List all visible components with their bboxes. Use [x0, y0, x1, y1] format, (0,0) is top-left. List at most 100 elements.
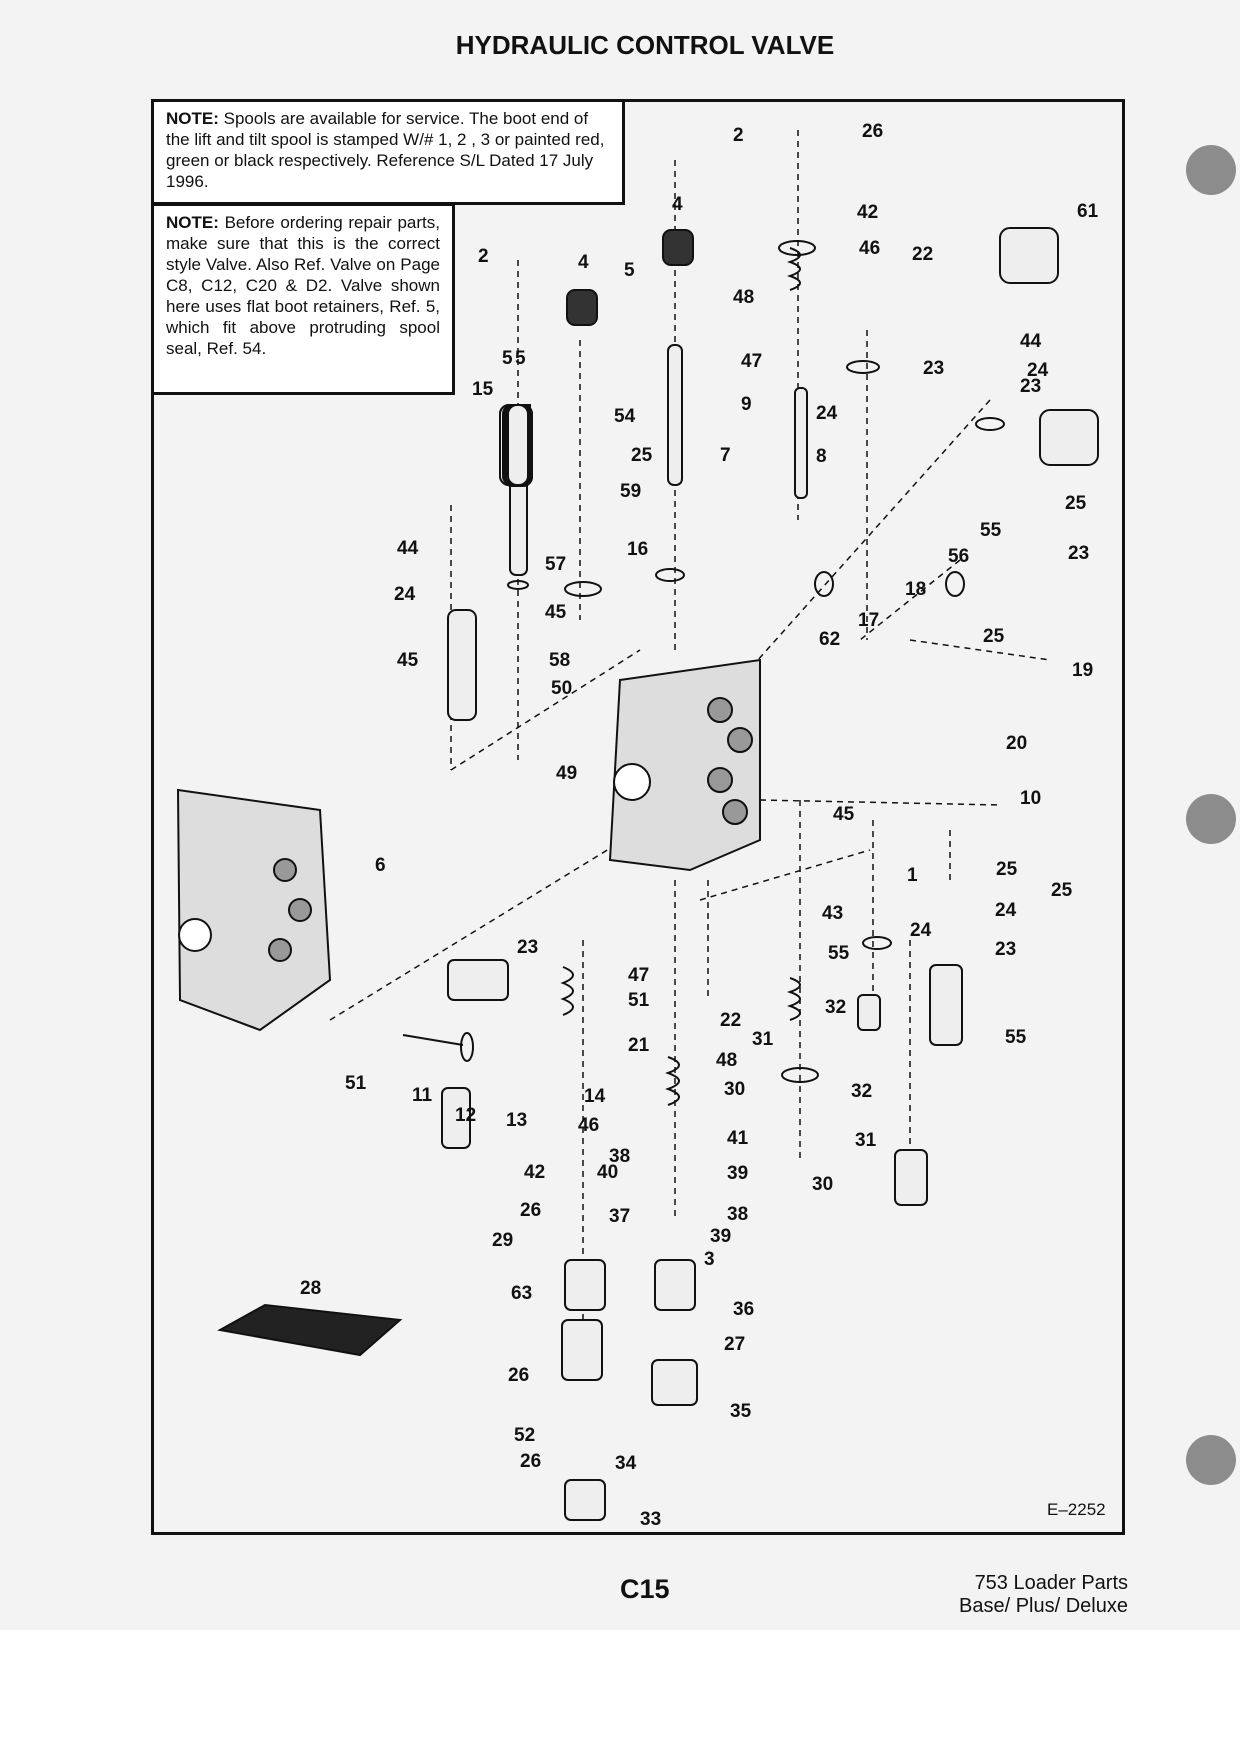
callout-label: 17	[858, 610, 879, 631]
callout-label: 34	[615, 1453, 637, 1474]
callout-label: 45	[397, 650, 419, 671]
callout-label: 33	[640, 1509, 661, 1530]
callout-label: 5	[502, 348, 513, 369]
callout-label: 26	[862, 121, 883, 142]
callout-label: 63	[511, 1283, 532, 1304]
callout-label: 26	[520, 1451, 541, 1472]
callout-label: 29	[492, 1230, 513, 1251]
callout-label: 31	[752, 1029, 774, 1050]
callout-label: 6	[375, 855, 386, 876]
callout-label: 43	[822, 903, 843, 924]
callout-label: 57	[545, 554, 566, 575]
callout-label: 45	[545, 602, 567, 623]
callout-label: 38	[727, 1204, 748, 1225]
callout-label: 42	[524, 1162, 545, 1183]
footer-line-2: Base/ Plus/ Deluxe	[959, 1595, 1128, 1617]
callout-label: 5	[624, 260, 635, 281]
callout-label: 36	[733, 1299, 754, 1320]
callout-label: 47	[628, 965, 649, 986]
callout-label: 51	[628, 990, 650, 1011]
callout-label: 24	[1027, 360, 1049, 381]
callout-label: 23	[995, 939, 1016, 960]
callout-label: 15	[472, 379, 494, 400]
callout-label: 55	[980, 520, 1002, 541]
callout-label: 61	[1077, 201, 1099, 222]
footer: 753 Loader Parts Base/ Plus/ Deluxe	[959, 1572, 1128, 1618]
callout-label: 47	[741, 351, 762, 372]
callout-label: 11	[412, 1085, 433, 1106]
callout-label: 24	[910, 920, 932, 941]
callout-label: 23	[517, 937, 538, 958]
callout-label: 39	[727, 1163, 748, 1184]
callout-label: 24	[394, 584, 416, 605]
callout-label: 24	[816, 403, 838, 424]
callout-label: 50	[551, 678, 572, 699]
binder-hole-top	[1186, 145, 1236, 195]
service-note-text: Spools are available for service. The bo…	[166, 109, 605, 191]
callout-label: 5	[515, 348, 526, 369]
callout-label: 28	[300, 1278, 321, 1299]
callout-label: 30	[724, 1079, 745, 1100]
springs-and-orings	[402, 240, 1005, 1106]
callout-label: 35	[730, 1401, 752, 1422]
drawing-code: E–2252	[1047, 1500, 1106, 1519]
callout-label: 4	[672, 194, 683, 215]
callout-label: 23	[1068, 543, 1089, 564]
callout-label: 13	[506, 1110, 527, 1131]
diagram-frame	[151, 99, 1125, 1535]
callout-label: 54	[614, 406, 636, 427]
callout-label: 21	[628, 1035, 650, 1056]
callout-label: 37	[609, 1206, 630, 1227]
page-number: C15	[620, 1574, 670, 1604]
callout-label: 49	[556, 763, 577, 784]
callout-label: 31	[855, 1130, 877, 1151]
callout-label: 26	[508, 1365, 529, 1386]
binder-hole-bottom	[1186, 1435, 1236, 1485]
callout-label: 8	[816, 446, 827, 467]
callout-label: 40	[597, 1162, 618, 1183]
callout-label: 38	[609, 1146, 630, 1167]
callout-label: 45	[833, 804, 855, 825]
callout-label: 18	[905, 579, 926, 600]
callout-label: 44	[1020, 331, 1042, 352]
callout-label: 44	[397, 538, 419, 559]
callout-label: 32	[851, 1081, 872, 1102]
callout-label: 3	[704, 1249, 715, 1270]
callout-label: 20	[1006, 733, 1027, 754]
footer-line-1: 753 Loader Parts	[974, 1572, 1128, 1594]
valve-assembly-complete	[176, 788, 332, 1032]
gasket-63	[217, 1303, 403, 1357]
callout-label: 27	[724, 1334, 745, 1355]
callout-label: 25	[1051, 880, 1073, 901]
callout-label: 48	[733, 287, 754, 308]
callout-label: 9	[741, 394, 752, 415]
callout-label: 16	[627, 539, 648, 560]
callout-label: 52	[514, 1425, 535, 1446]
callout-label: 46	[859, 238, 880, 259]
callout-label: 4	[578, 252, 589, 273]
valve-body-main	[608, 658, 761, 872]
callout-label: 22	[912, 244, 933, 265]
callout-label: 32	[825, 997, 846, 1018]
callout-label: 25	[1065, 493, 1087, 514]
callout-label: 10	[1020, 788, 1041, 809]
page-title: HYDRAULIC CONTROL VALVE	[455, 30, 835, 60]
ordering-note-text: Before ordering repair parts, make sure …	[166, 213, 440, 358]
callout-label: 51	[345, 1073, 367, 1094]
callout-label: 46	[578, 1115, 599, 1136]
callout-label: 2	[733, 125, 744, 146]
callout-label: 25	[996, 859, 1018, 880]
callout-label: 39	[710, 1226, 731, 1247]
callout-label: 30	[812, 1174, 833, 1195]
callout-label: 23	[923, 358, 944, 379]
callout-label: 42	[857, 202, 878, 223]
callout-label: 55	[828, 943, 850, 964]
callout-label: 48	[716, 1050, 737, 1071]
binder-hole-middle	[1186, 794, 1236, 844]
service-note-heading: NOTE:	[166, 109, 219, 128]
ordering-note-heading: NOTE:	[166, 213, 219, 232]
callout-label: 2	[478, 246, 489, 267]
callout-label: 23	[1020, 376, 1041, 397]
